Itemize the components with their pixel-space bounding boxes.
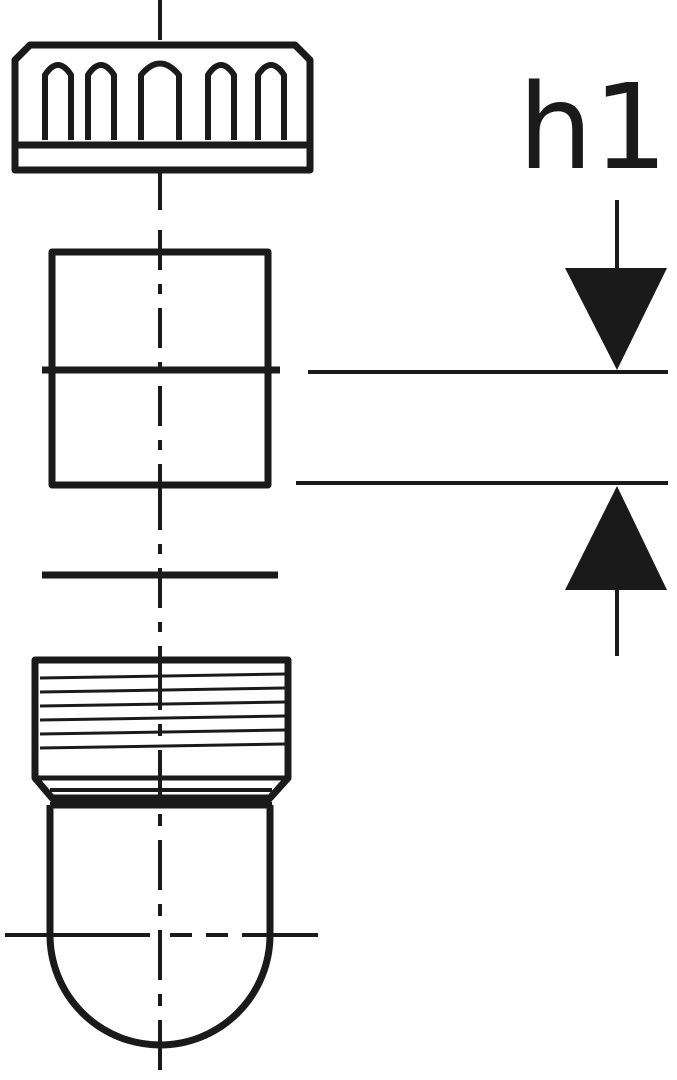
threaded-body <box>31 656 292 1049</box>
dimension-h1: h1 <box>296 58 668 656</box>
arrowhead-down <box>565 268 667 370</box>
sleeve <box>42 248 280 489</box>
thread-lines <box>39 672 286 750</box>
dimension-label: h1 <box>518 58 668 196</box>
arrowhead-up <box>565 486 667 590</box>
nut-knurl-ridges <box>42 60 287 140</box>
union-nut <box>11 41 314 174</box>
